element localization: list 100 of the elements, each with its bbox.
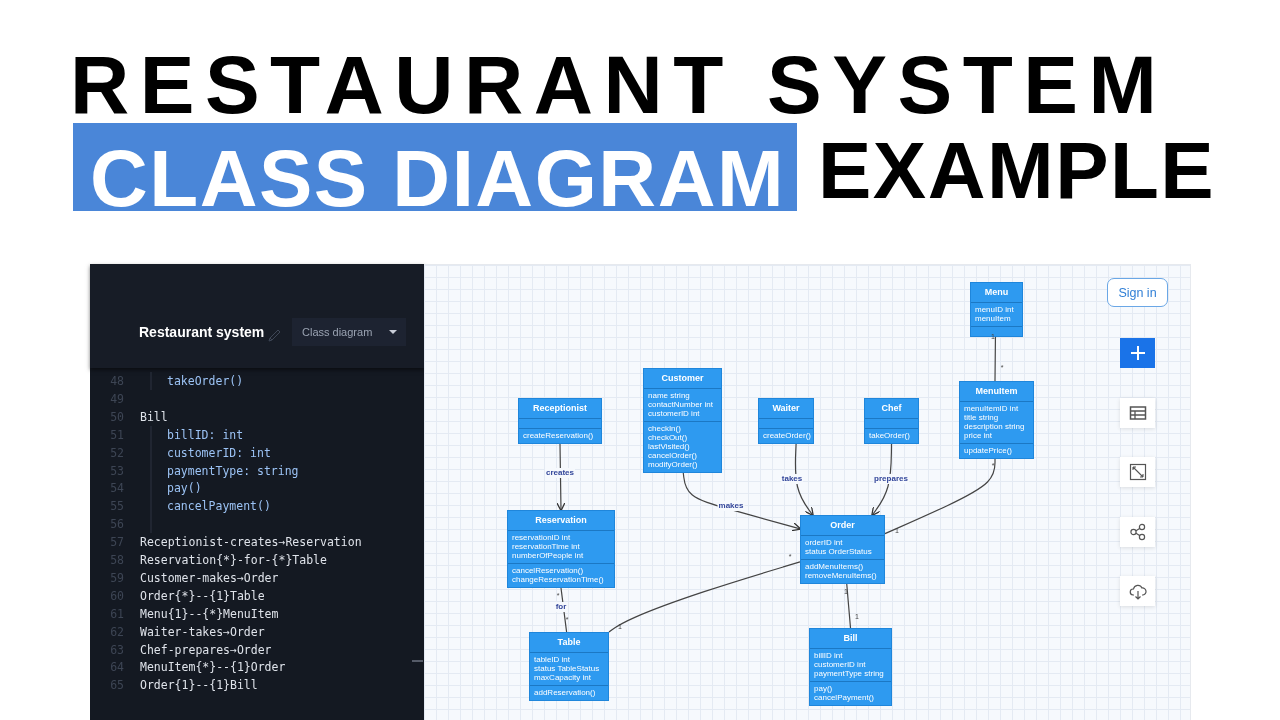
subtitle: EXAMPLE <box>818 131 1216 211</box>
member-text: status OrderStatus <box>805 547 873 556</box>
member-text: description string <box>964 422 1026 431</box>
member-text: createReservation() <box>523 431 595 440</box>
class-name: Table <box>556 636 582 649</box>
class-compartment <box>644 421 721 472</box>
class-compartment <box>530 685 608 700</box>
member-text: name string <box>648 391 691 400</box>
class-box <box>518 398 602 444</box>
member-text: billID int <box>814 651 844 660</box>
association-line <box>871 443 893 517</box>
class-compartment <box>810 648 891 681</box>
class-compartment <box>519 428 601 443</box>
code-line: Menu{1}--{*}MenuItem <box>140 606 279 621</box>
code-line: Order{1}--{1}Bill <box>140 678 258 693</box>
edge-label: prepares <box>873 474 909 484</box>
class-compartment <box>865 428 918 443</box>
association-line <box>794 443 814 517</box>
member-text: contactNumber int <box>648 400 714 409</box>
member-text: maxCapacity int <box>534 673 592 682</box>
member-text: menuID int <box>975 305 1015 314</box>
class-compartment <box>960 401 1033 443</box>
association-line <box>608 561 801 633</box>
edge-label: for <box>554 602 568 612</box>
code-line: cancelPayment() <box>167 499 271 514</box>
member-text: cancelPayment() <box>814 693 876 702</box>
class-name: Waiter <box>771 402 801 415</box>
member-text: orderID int <box>805 538 844 547</box>
code-line: paymentType: string <box>167 463 299 478</box>
member-text: takeOrder() <box>869 431 911 440</box>
edge-label: makes <box>717 501 745 511</box>
sign-in-button: Sign in <box>1107 278 1168 307</box>
member-text: changeReservationTime() <box>512 575 605 584</box>
class-name: Bill <box>842 632 859 645</box>
class-box <box>758 398 814 444</box>
member-text: title string <box>964 413 1000 422</box>
member-text: lastVisited() <box>648 442 691 451</box>
member-text: status TableStatus <box>534 664 601 673</box>
code-line: Receptionist-creates→Reservation <box>140 535 362 550</box>
member-text: reservationTime int <box>512 542 581 551</box>
edge-label: creates <box>545 468 575 478</box>
class-box <box>864 398 919 444</box>
member-text: createOrder() <box>763 431 809 440</box>
member-text: menuItemID int <box>964 404 1020 413</box>
member-text: numberOfPeople int <box>512 551 585 560</box>
class-box <box>959 381 1034 459</box>
code-line: Chef-prepares→Order <box>140 642 272 657</box>
member-text: removeMenuItems() <box>805 571 878 580</box>
class-name: MenuItem <box>974 385 1019 398</box>
code-line: pay() <box>167 481 202 496</box>
code-line: Bill <box>140 409 168 424</box>
code-line: Waiter-takes→Order <box>140 624 265 639</box>
class-compartment <box>960 443 1033 458</box>
class-box <box>643 368 722 473</box>
member-text: menuItem <box>975 314 1012 323</box>
diagram-type-dropdown: Class diagram <box>292 318 406 346</box>
code-line: customerID: int <box>167 445 271 460</box>
member-text: tableID int <box>534 655 572 664</box>
member-text: pay() <box>814 684 834 693</box>
edge-label: takes <box>780 474 804 484</box>
class-box <box>507 510 615 588</box>
banner-text: CLASS DIAGRAM <box>90 139 786 219</box>
class-name: Customer <box>660 372 705 385</box>
member-text: customerID int <box>814 660 867 669</box>
member-text: cancelOrder() <box>648 451 698 460</box>
member-text: addReservation() <box>534 688 597 697</box>
member-text: reservationID int <box>512 533 572 542</box>
class-box <box>970 282 1023 337</box>
project-name: Restaurant system <box>139 324 265 340</box>
association-line <box>556 443 566 512</box>
class-compartment <box>759 428 813 443</box>
member-text: checkOut() <box>648 433 689 442</box>
class-box <box>800 515 885 584</box>
member-text: modifyOrder() <box>648 460 699 469</box>
class-name: Reservation <box>534 514 588 527</box>
class-box <box>529 632 609 701</box>
code-line: takeOrder() <box>167 374 244 388</box>
code-line: Customer-makes→Order <box>140 570 279 585</box>
member-text: checkIn() <box>648 424 682 433</box>
member-text: paymentType string <box>814 669 885 678</box>
class-name: Menu <box>983 286 1010 299</box>
association-line <box>994 336 997 382</box>
member-text: cancelReservation() <box>512 566 585 575</box>
title: RESTAURANT SYSTEM <box>70 44 1168 126</box>
class-box <box>809 628 892 706</box>
class-compartment <box>508 563 614 587</box>
class-compartment <box>810 681 891 705</box>
class-compartment <box>801 559 884 583</box>
code-line: MenuItem{*}--{1}Order <box>140 660 286 675</box>
code-line: Reservation{*}-for-{*}Table <box>140 553 327 567</box>
class-name: Receptionist <box>532 402 588 415</box>
member-text: updatePrice() <box>964 446 1014 455</box>
class-name: Chef <box>880 402 903 415</box>
code-line: Order{*}--{1}Table <box>140 588 265 603</box>
title-banner <box>73 123 797 211</box>
association-line <box>846 583 852 629</box>
member-text: price int <box>964 431 993 440</box>
member-text: addMenuItems() <box>805 562 865 571</box>
class-compartment <box>508 530 614 563</box>
class-compartment <box>530 652 608 685</box>
